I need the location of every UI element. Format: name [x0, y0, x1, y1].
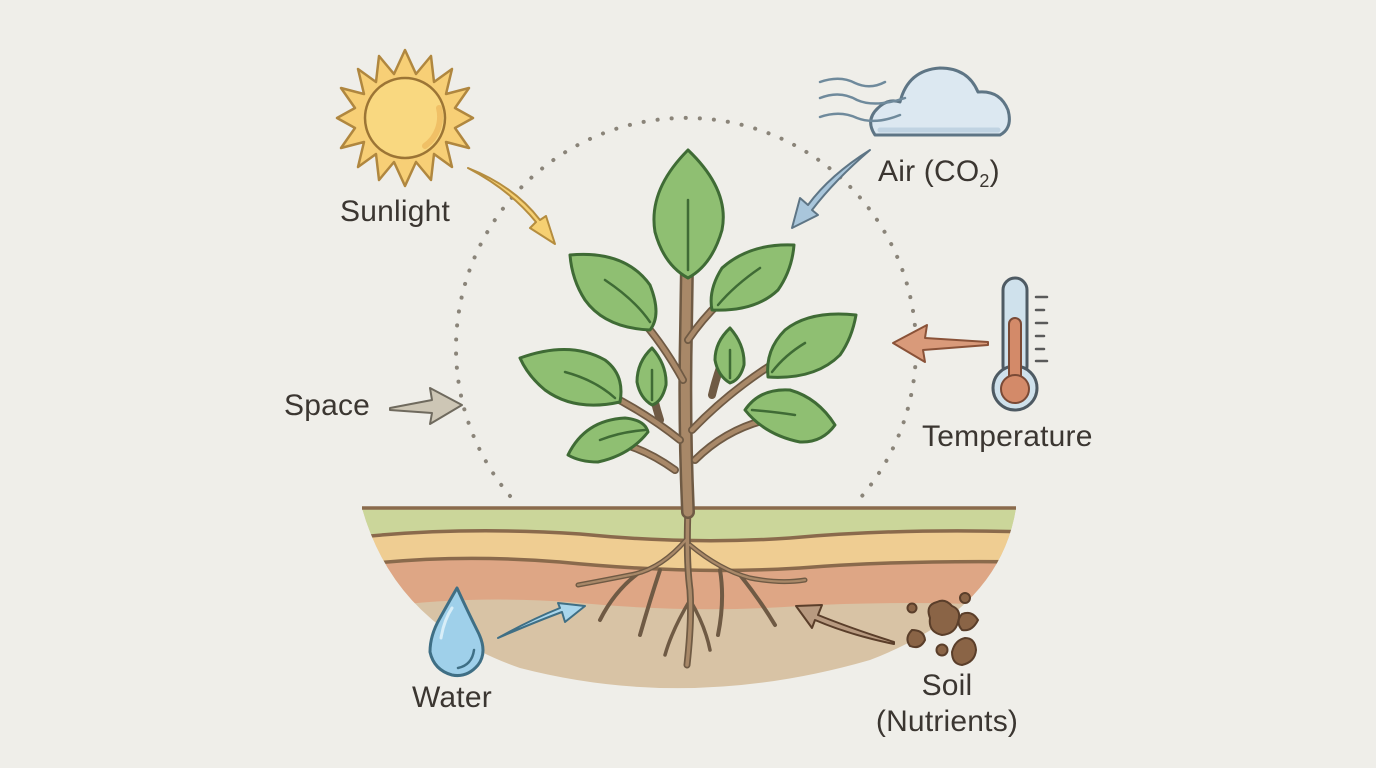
- leaf-mid-left: [518, 348, 623, 407]
- leaf-low-left: [566, 416, 650, 464]
- thermometer-icon: [991, 276, 1049, 412]
- soil-arrow: [795, 604, 895, 645]
- water-arrow: [497, 602, 586, 639]
- label-sunlight: Sunlight: [340, 195, 451, 228]
- label-soil: Soil (Nutrients): [864, 671, 1030, 737]
- sunlight-arrow: [467, 167, 556, 245]
- label-air: Air (CO2): [878, 155, 1000, 191]
- label-temperature: Temperature: [922, 420, 1093, 453]
- label-soil-line2: (Nutrients): [875, 705, 1019, 738]
- leaf-veins: [563, 198, 807, 442]
- label-soil-line1: Soil: [921, 669, 973, 702]
- leaf-upper-left: [568, 252, 658, 332]
- soil-clumps-icon: [906, 592, 980, 667]
- space-arrow: [389, 387, 463, 425]
- cloud-wind-icon: [818, 66, 1011, 137]
- leaf-mid-right: [766, 312, 858, 379]
- leaf-low-right: [743, 388, 837, 444]
- label-air-end: ): [989, 155, 1000, 188]
- label-air-main: Air (CO: [878, 155, 980, 188]
- label-water: Water: [412, 681, 492, 714]
- sun-icon: [335, 48, 475, 188]
- air-arrow: [791, 149, 871, 229]
- leaf-upper-right: [709, 243, 796, 312]
- water-drop-icon: [428, 586, 485, 677]
- label-air-subscript: 2: [979, 171, 990, 191]
- dotted-space-boundary: [454, 116, 918, 498]
- plant-roots-fill: [576, 506, 807, 667]
- label-space: Space: [284, 389, 371, 422]
- temperature-arrow: [892, 324, 989, 363]
